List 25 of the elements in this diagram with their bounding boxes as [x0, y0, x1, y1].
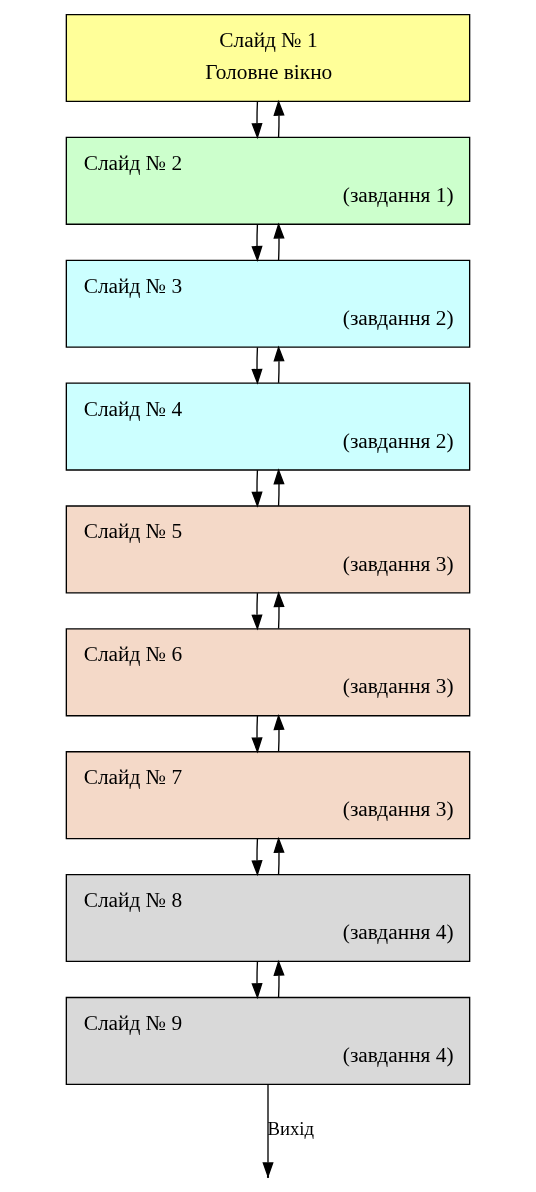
arrow	[251, 838, 263, 877]
arrow	[251, 101, 263, 140]
node-box: Слайд № 3 (завдання 2)	[65, 259, 471, 348]
node-box: Слайд № 9 (завдання 4)	[65, 996, 471, 1085]
arrow	[251, 223, 263, 262]
node-box: Слайд № 2 (завдання 1)	[65, 136, 471, 225]
arrow	[273, 468, 285, 507]
arrow	[251, 346, 263, 385]
arrow	[273, 591, 285, 630]
node-box: Слайд № 5 (завдання 3)	[65, 505, 471, 594]
arrow	[273, 345, 285, 384]
arrow	[273, 959, 285, 998]
arrow	[273, 99, 285, 138]
node-box: Слайд № 8 (завдання 4)	[65, 873, 471, 963]
node-box: Слайд № 4 (завдання 2)	[65, 382, 471, 471]
arrow	[251, 715, 263, 754]
arrow	[273, 836, 285, 875]
node-box: Слайд № 6 (завдання 3)	[65, 628, 471, 717]
arrow	[251, 592, 263, 631]
node-box: Слайд № 1 Головне вікно	[65, 13, 471, 103]
arrow	[251, 469, 263, 508]
arrow	[273, 714, 285, 753]
arrow	[273, 222, 285, 261]
node-box: Слайд № 7 (завдання 3)	[65, 751, 471, 840]
arrow	[251, 961, 263, 1000]
